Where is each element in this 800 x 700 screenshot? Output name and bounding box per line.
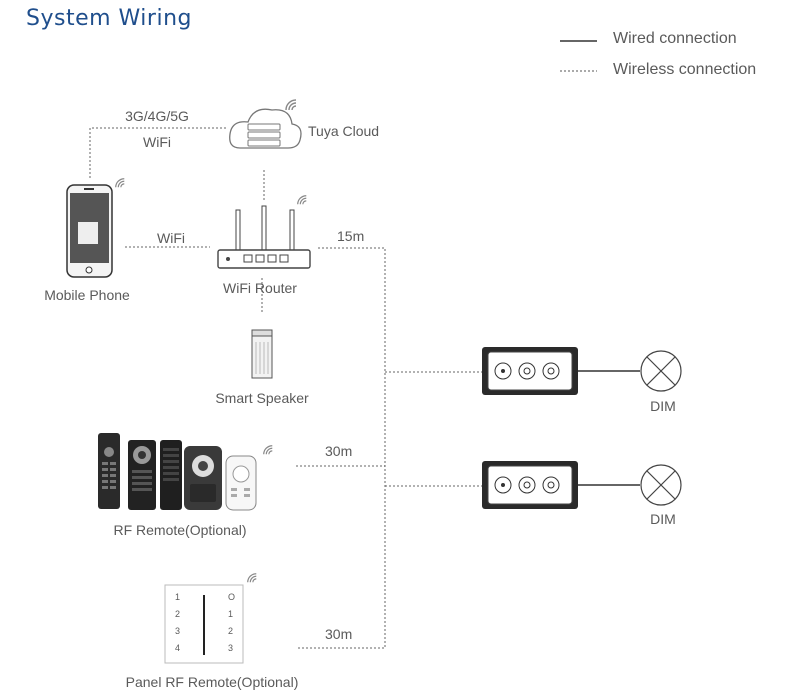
dim-label-2: DIM xyxy=(650,511,676,527)
panel-key-right-1[interactable]: O xyxy=(228,592,236,602)
dimmer-controller-2-icon xyxy=(482,461,578,509)
panel-remote-icon xyxy=(164,573,257,664)
phone-router-link-label: WiFi xyxy=(157,230,185,246)
panel-key-left-2[interactable]: 2 xyxy=(175,609,181,619)
cloud-link-label-2: WiFi xyxy=(143,134,171,150)
router-distance-label: 15m xyxy=(337,228,365,244)
legend-wired-label: Wired connection xyxy=(613,30,737,47)
cloud-icon xyxy=(229,99,302,149)
wifi-router-icon xyxy=(217,195,311,269)
rf-remotes-icon xyxy=(98,433,273,511)
smart-speaker-icon xyxy=(251,329,273,379)
mobile-phone-label: Mobile Phone xyxy=(44,287,130,303)
legend-wireless-label: Wireless connection xyxy=(613,61,757,78)
tuya-cloud-label: Tuya Cloud xyxy=(308,123,380,139)
rf-remote-label: RF Remote(Optional) xyxy=(113,522,247,538)
wireless-links xyxy=(89,127,482,649)
page-title: System Wiring xyxy=(26,6,192,31)
cloud-link-label-1: 3G/4G/5G xyxy=(125,108,189,124)
mobile-phone-icon xyxy=(66,178,125,278)
panel-key-right-3[interactable]: 2 xyxy=(228,626,234,636)
panel-remote-label: Panel RF Remote(Optional) xyxy=(125,674,299,690)
panel-distance-label: 30m xyxy=(325,626,353,642)
panel-key-right-4[interactable]: 3 xyxy=(228,643,234,653)
rf-distance-label: 30m xyxy=(325,443,353,459)
lamp-1-icon xyxy=(640,350,682,392)
panel-key-left-3[interactable]: 3 xyxy=(175,626,181,636)
panel-key-left-1[interactable]: 1 xyxy=(175,592,181,602)
dim-label-1: DIM xyxy=(650,398,676,414)
lamp-2-icon xyxy=(640,464,682,506)
dimmer-controller-1-icon xyxy=(482,347,578,395)
smart-speaker-label: Smart Speaker xyxy=(215,390,309,406)
wifi-router-label: WiFi Router xyxy=(223,280,297,296)
panel-key-left-4[interactable]: 4 xyxy=(175,643,181,653)
panel-key-right-2[interactable]: 1 xyxy=(228,609,234,619)
